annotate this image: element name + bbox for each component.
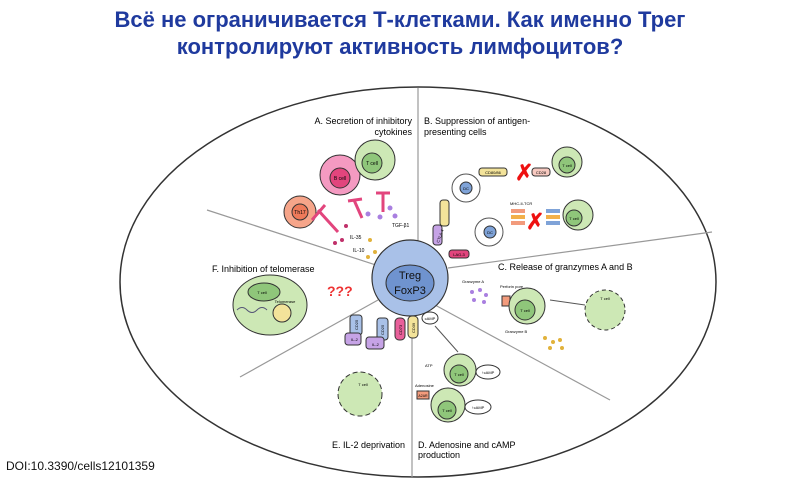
svg-text:T cell: T cell [562, 163, 572, 168]
granzyme-b-dots [543, 336, 564, 350]
cd28-marker [531, 167, 551, 177]
cd39-marker: CD39 [407, 315, 419, 339]
svg-text:T cell: T cell [358, 382, 368, 387]
svg-text:T cell: T cell [600, 296, 610, 301]
svg-text:T cell: T cell [520, 308, 530, 313]
t-cell-b2: T cell [562, 199, 594, 231]
svg-text:DC: DC [463, 186, 469, 191]
dendritic-cell-1: DC [451, 173, 481, 203]
apoptotic-t-cell-e: T cell [337, 371, 383, 417]
svg-text:Telomerase: Telomerase [275, 299, 296, 304]
svg-text:CD73: CD73 [398, 324, 403, 335]
treg-label: Treg [399, 270, 421, 282]
svg-text:↑cAMP: ↑cAMP [472, 405, 485, 410]
svg-text:T cell: T cell [569, 216, 579, 221]
svg-text:A2AR: A2AR [418, 394, 428, 398]
foxp3-label: FoxP3 [394, 285, 426, 297]
svg-text:↑cAMP: ↑cAMP [482, 370, 495, 375]
cytokine-dots [333, 205, 398, 259]
t-cell-b1: T cell [551, 146, 583, 178]
adenosine-label: Adenosine [415, 383, 435, 388]
section-f-title: F. Inhibition of telomerase [212, 264, 315, 274]
cd80-86-marker [478, 167, 508, 177]
title-line-2: контролируют активность лимфоцитов? [176, 34, 624, 59]
a2ar-receptor [416, 390, 430, 400]
camp-marker: cAMP [421, 311, 439, 325]
arrow [434, 325, 459, 353]
atp-label: ATP [425, 363, 433, 368]
t-cell-d2: T cell ↑cAMP [430, 387, 492, 423]
lag3-marker [448, 249, 470, 259]
mhc-tcr-label: MHC-II-TCR [510, 201, 532, 206]
svg-text:IL-2: IL-2 [372, 342, 380, 347]
mhc-tcr-complex [511, 209, 560, 225]
il10-label: IL-10 [353, 248, 365, 254]
svg-text:B cell: B cell [334, 176, 346, 182]
svg-text:T cell: T cell [454, 372, 464, 377]
block-x-icon: ✗ [526, 209, 544, 234]
dendritic-cell-2: DC [474, 217, 504, 247]
section-dividers [206, 88, 713, 477]
svg-text:Th17: Th17 [294, 210, 306, 216]
apoptotic-t-cell-c: T cell [584, 289, 626, 331]
svg-text:IL-2: IL-2 [351, 337, 359, 342]
svg-text:CD25: CD25 [354, 319, 359, 330]
cd73-marker: CD73 [394, 317, 406, 341]
block-x-icon: ✗ [515, 160, 533, 185]
t-cell-a: T cell [354, 139, 396, 181]
ctla4-marker [432, 224, 443, 246]
svg-text:T cell: T cell [257, 290, 267, 295]
granzyme-a-label: Granzyme A [462, 279, 484, 284]
section-e-title: E. IL-2 deprivation [332, 440, 405, 450]
svg-text:CD80/86: CD80/86 [485, 170, 502, 175]
granzyme-a-dots [470, 288, 488, 304]
question-marks: ??? [327, 283, 353, 299]
svg-text:cAMP: cAMP [425, 316, 436, 321]
t-cell-d1: T cell ↑cAMP [443, 353, 501, 387]
perforin-label: Perforin pore [500, 284, 524, 289]
svg-text:CD39: CD39 [411, 322, 416, 333]
slide-title: Всё не ограничивается Т-клетками. Как им… [0, 6, 800, 60]
doi-reference: DOI:10.3390/cells12101359 [6, 459, 155, 473]
svg-text:CD25: CD25 [380, 324, 385, 335]
svg-text:T cell: T cell [442, 408, 452, 413]
svg-text:DC: DC [487, 230, 493, 235]
svg-text:LAG-3: LAG-3 [453, 252, 465, 257]
il35-label: IL-35 [350, 235, 362, 241]
section-c-title: C. Release of granzymes A and B [498, 262, 633, 272]
granzyme-b-label: Granzyme B [505, 329, 528, 334]
t-cell-c: T cell [508, 287, 546, 325]
svg-text:CD28: CD28 [536, 170, 547, 175]
svg-text:CTLA-4: CTLA-4 [435, 228, 445, 243]
inhibitory-receptors [310, 191, 390, 234]
section-b-title: B. Suppression of antigen-presenting cel… [424, 116, 530, 137]
svg-text:T cell: T cell [366, 161, 378, 167]
arrow [549, 299, 586, 306]
title-line-1: Всё не ограничивается Т-клетками. Как им… [114, 7, 686, 32]
tgfb-label: TGF-β1 [392, 223, 410, 229]
cd80-treg [439, 199, 450, 227]
treg-cell: Treg FoxP3 [371, 239, 449, 317]
b-cell: B cell [319, 154, 361, 196]
th17-cell: Th17 [283, 195, 317, 229]
